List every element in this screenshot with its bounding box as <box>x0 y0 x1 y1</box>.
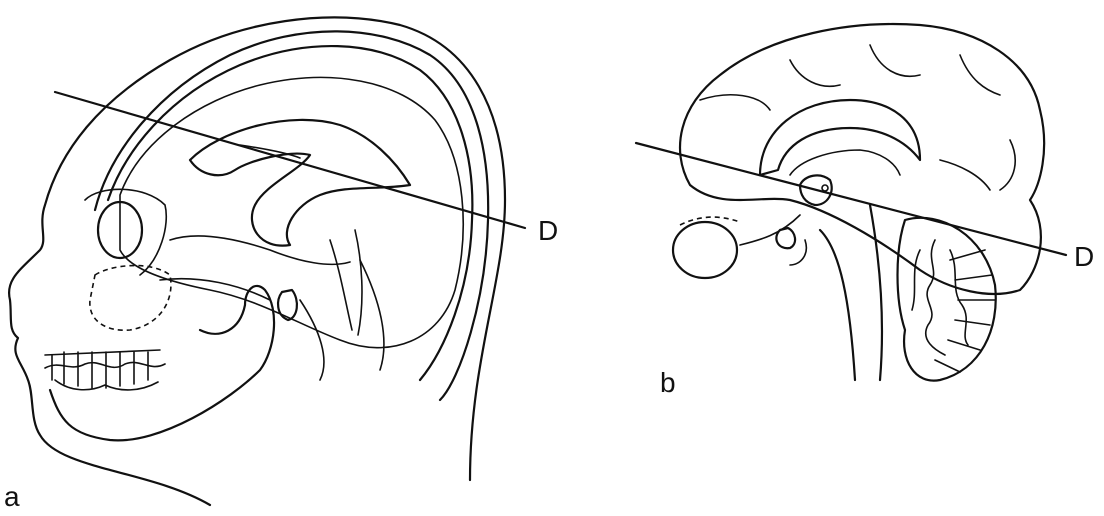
panel-b-brain-diagram: D b <box>636 24 1094 398</box>
skull-base <box>160 236 350 300</box>
ear-canal <box>278 290 297 320</box>
neck-structures <box>300 260 384 380</box>
gyri <box>700 45 1015 190</box>
cerebrum-outline <box>120 78 463 348</box>
cerebrum-outline <box>680 24 1044 294</box>
brainstem <box>330 230 362 335</box>
plane-label-d: D <box>1074 241 1094 272</box>
frontal-pole-bulb <box>673 222 737 278</box>
teeth <box>45 350 165 390</box>
optic-chiasm <box>740 215 806 265</box>
maxillary-sinus <box>90 266 171 331</box>
brainstem <box>820 205 882 380</box>
fornix <box>790 150 900 175</box>
olfactory-region <box>680 217 740 225</box>
lateral-ventricle <box>190 120 410 246</box>
plane-line-d <box>636 143 1066 255</box>
mandible <box>50 286 274 440</box>
head-outline <box>9 18 505 505</box>
panel-a-head-diagram: D a <box>4 18 558 512</box>
skull-inner-table <box>108 46 472 380</box>
plane-label-d: D <box>538 215 558 246</box>
skull-outline <box>95 31 488 400</box>
interventricular-foramen <box>822 185 828 191</box>
corpus-callosum <box>760 100 920 175</box>
panel-label-a: a <box>4 481 20 512</box>
panel-label-b: b <box>660 367 676 398</box>
